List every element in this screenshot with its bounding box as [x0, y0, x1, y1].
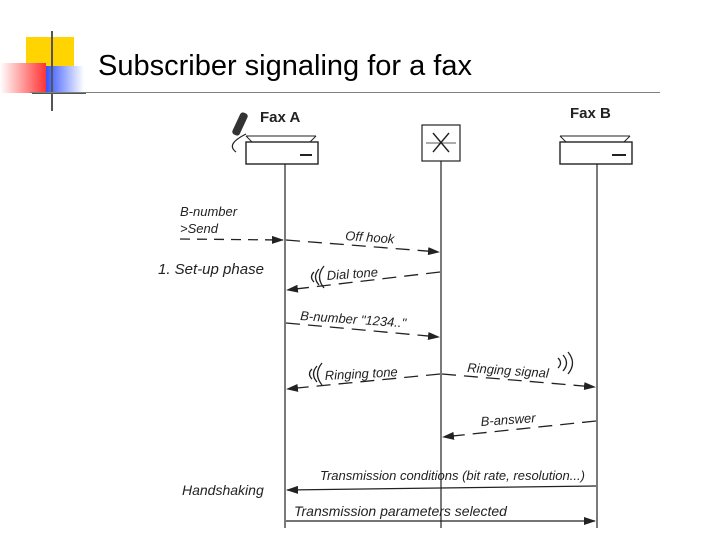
logo-line-horizontal [32, 92, 86, 94]
off-hook-arrow [285, 239, 440, 256]
ringing-signal-arrow [441, 373, 596, 391]
dial-tone-label: Dial tone [326, 264, 378, 283]
slide-title: Subscriber signaling for a fax [98, 50, 472, 82]
send-label: >Send [180, 221, 219, 236]
ringing-signal-sound-icon [557, 351, 574, 375]
transmission-conditions-label: Transmission conditions (bit rate, resol… [320, 468, 585, 483]
dial-tone-arrow [286, 271, 441, 293]
fax-b-icon [559, 135, 633, 165]
transmission-parameters-label: Transmission parameters selected [294, 503, 508, 519]
logo-square-red [0, 63, 46, 93]
title-divider [30, 92, 660, 93]
b-answer-arrow [442, 420, 597, 440]
exchange-icon [421, 124, 461, 162]
dial-tone-sound-icon [310, 265, 325, 289]
setup-phase-label: 1. Set-up phase [158, 261, 264, 278]
handshaking-label: Handshaking [182, 482, 264, 498]
b-number-label: B-number [180, 204, 238, 219]
ringing-tone-label: Ringing tone [324, 364, 398, 383]
fax-a-icon [231, 112, 319, 165]
b-number-digits-label: B-number "1234.." [300, 308, 408, 330]
fax-b-label: Fax B [570, 105, 611, 122]
ringing-tone-arrow [286, 373, 441, 392]
logo-line-vertical [51, 31, 53, 111]
b-number-arrow [285, 322, 440, 340]
fax-a-label: Fax A [260, 109, 300, 126]
off-hook-label: Off hook [345, 228, 397, 246]
ringing-signal-label: Ringing signal [467, 360, 551, 381]
b-answer-label: B-answer [480, 410, 536, 429]
ringing-tone-sound-icon [308, 362, 323, 386]
transmission-conditions-arrow [286, 485, 597, 494]
send-arrow [179, 235, 284, 244]
